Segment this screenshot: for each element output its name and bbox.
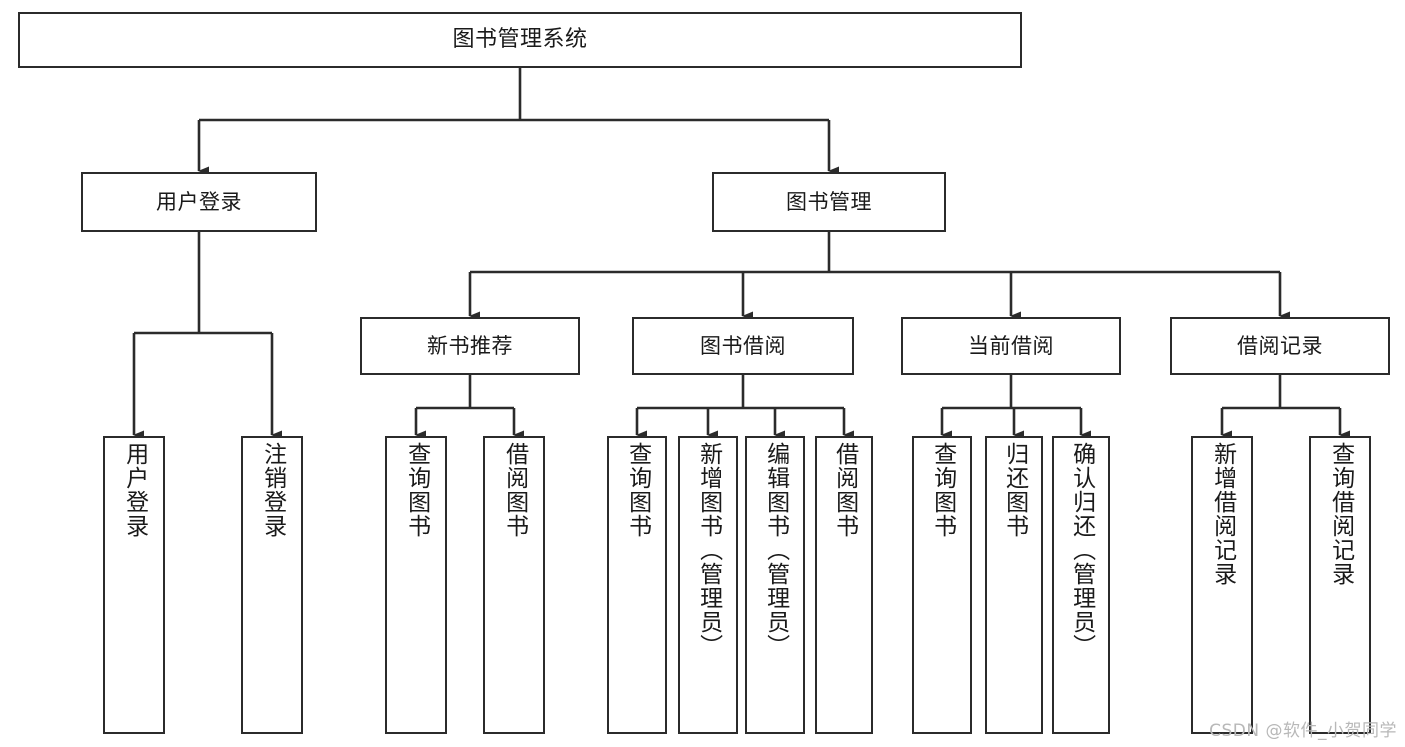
- node-label: 查询图书: [929, 442, 956, 538]
- node-borrow-record[interactable]: 借阅记录: [1170, 317, 1390, 375]
- node-label: 新增借阅记录: [1209, 442, 1236, 586]
- node-label: 查询借阅记录: [1327, 442, 1354, 586]
- node-book-manage[interactable]: 图书管理: [712, 172, 946, 232]
- node-label: 图书管理系统: [452, 27, 588, 53]
- node-label: 图书管理: [786, 189, 872, 214]
- node-leaf-return[interactable]: 归还图书: [985, 436, 1043, 734]
- node-leaf-add-rec[interactable]: 新增借阅记录: [1191, 436, 1253, 734]
- node-leaf-confirm[interactable]: 确认归还（管理员）: [1052, 436, 1110, 734]
- node-leaf-borrow-2[interactable]: 借阅图书: [815, 436, 873, 734]
- node-label: 图书借阅: [700, 333, 786, 358]
- node-label: 查询图书: [403, 442, 430, 538]
- node-current-borrow[interactable]: 当前借阅: [901, 317, 1121, 375]
- node-leaf-edit-book[interactable]: 编辑图书（管理员）: [745, 436, 805, 734]
- node-leaf-query-3[interactable]: 查询图书: [912, 436, 972, 734]
- node-user-login[interactable]: 用户登录: [81, 172, 317, 232]
- node-label: 新增图书（管理员）: [695, 442, 722, 658]
- node-label: 借阅图书: [501, 442, 528, 538]
- node-leaf-query-2[interactable]: 查询图书: [607, 436, 667, 734]
- node-leaf-borrow-1[interactable]: 借阅图书: [483, 436, 545, 734]
- node-new-book-rec[interactable]: 新书推荐: [360, 317, 580, 375]
- node-label: 借阅图书: [831, 442, 858, 538]
- csdn-watermark: CSDN @软件_小贺同学: [1209, 721, 1397, 741]
- node-label: 新书推荐: [427, 333, 513, 358]
- node-label: 归还图书: [1001, 442, 1028, 538]
- node-label: 确认归还（管理员）: [1068, 442, 1095, 658]
- node-leaf-query-rec[interactable]: 查询借阅记录: [1309, 436, 1371, 734]
- node-leaf-query-1[interactable]: 查询图书: [385, 436, 447, 734]
- node-leaf-add-book[interactable]: 新增图书（管理员）: [678, 436, 738, 734]
- node-label: 借阅记录: [1237, 333, 1323, 358]
- node-label: 用户登录: [156, 189, 242, 214]
- node-label: 注销登录: [259, 442, 286, 538]
- node-label: 查询图书: [624, 442, 651, 538]
- node-book-borrow[interactable]: 图书借阅: [632, 317, 854, 375]
- node-leaf-logout[interactable]: 注销登录: [241, 436, 303, 734]
- node-root[interactable]: 图书管理系统: [18, 12, 1022, 68]
- node-label: 编辑图书（管理员）: [762, 442, 789, 658]
- node-label: 用户登录: [121, 442, 148, 538]
- node-label: 当前借阅: [968, 333, 1054, 358]
- node-leaf-user-login[interactable]: 用户登录: [103, 436, 165, 734]
